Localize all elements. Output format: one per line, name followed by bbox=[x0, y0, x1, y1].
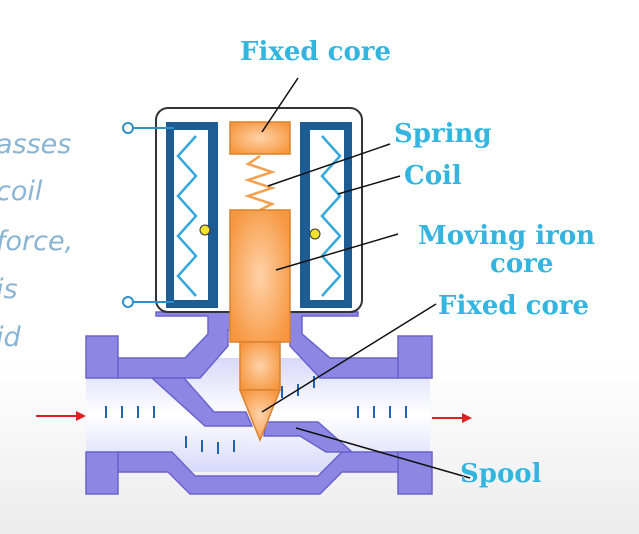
labels: Fixed core Spring Coil Moving iron core … bbox=[240, 37, 596, 490]
label-coil: Coil bbox=[404, 161, 462, 191]
label-spring: Spring bbox=[394, 119, 492, 149]
lower-wall bbox=[117, 451, 399, 495]
inner-partition-right bbox=[263, 421, 354, 453]
leader-fixed-core-bottom bbox=[261, 303, 437, 413]
label-fixed-core-bottom: Fixed core bbox=[438, 291, 589, 321]
left-flange-bottom bbox=[85, 451, 119, 495]
upper-wall bbox=[117, 311, 399, 379]
side-text-line: asses bbox=[0, 129, 71, 160]
spring-icon bbox=[244, 154, 276, 212]
label-spool: Spool bbox=[460, 459, 542, 489]
flow-arrows bbox=[36, 411, 472, 423]
side-text-line: force, bbox=[0, 226, 73, 257]
moving-iron-core bbox=[229, 209, 291, 443]
side-text-line: id bbox=[0, 322, 22, 353]
leader-lines bbox=[261, 77, 471, 479]
leader-spool bbox=[295, 427, 471, 479]
side-text-line: coil bbox=[0, 176, 43, 207]
leader-moving-core bbox=[275, 233, 399, 271]
label-moving-core-line2: core bbox=[490, 249, 553, 279]
side-text: asses coil force, is id bbox=[0, 129, 73, 353]
coil-dot-left-icon bbox=[199, 224, 211, 236]
outlet-arrow-head bbox=[462, 413, 472, 423]
label-moving-core-line1: Moving iron bbox=[418, 221, 595, 251]
plunger-body bbox=[229, 209, 291, 343]
inner-partition-left bbox=[150, 377, 254, 427]
right-flange-top bbox=[397, 335, 433, 379]
coil-winding-left bbox=[176, 135, 198, 297]
leader-coil bbox=[337, 175, 401, 195]
left-flange-top bbox=[85, 335, 119, 379]
plunger-stem bbox=[239, 341, 281, 391]
terminal-bottom-icon bbox=[122, 296, 134, 308]
leader-fixed-core-top bbox=[261, 77, 299, 133]
right-flange-bottom bbox=[397, 451, 433, 495]
coil-frame-left bbox=[166, 122, 218, 308]
side-text-line: is bbox=[0, 274, 18, 305]
label-fixed-core-top: Fixed core bbox=[240, 37, 391, 67]
coil-dot-right-icon bbox=[309, 228, 321, 240]
fixed-core-top bbox=[229, 121, 291, 155]
inlet-arrow-head bbox=[76, 411, 86, 421]
terminal-top-icon bbox=[122, 122, 134, 134]
plunger-tip bbox=[238, 389, 282, 443]
leader-spring bbox=[267, 143, 391, 187]
coil-frame-right bbox=[300, 122, 352, 308]
